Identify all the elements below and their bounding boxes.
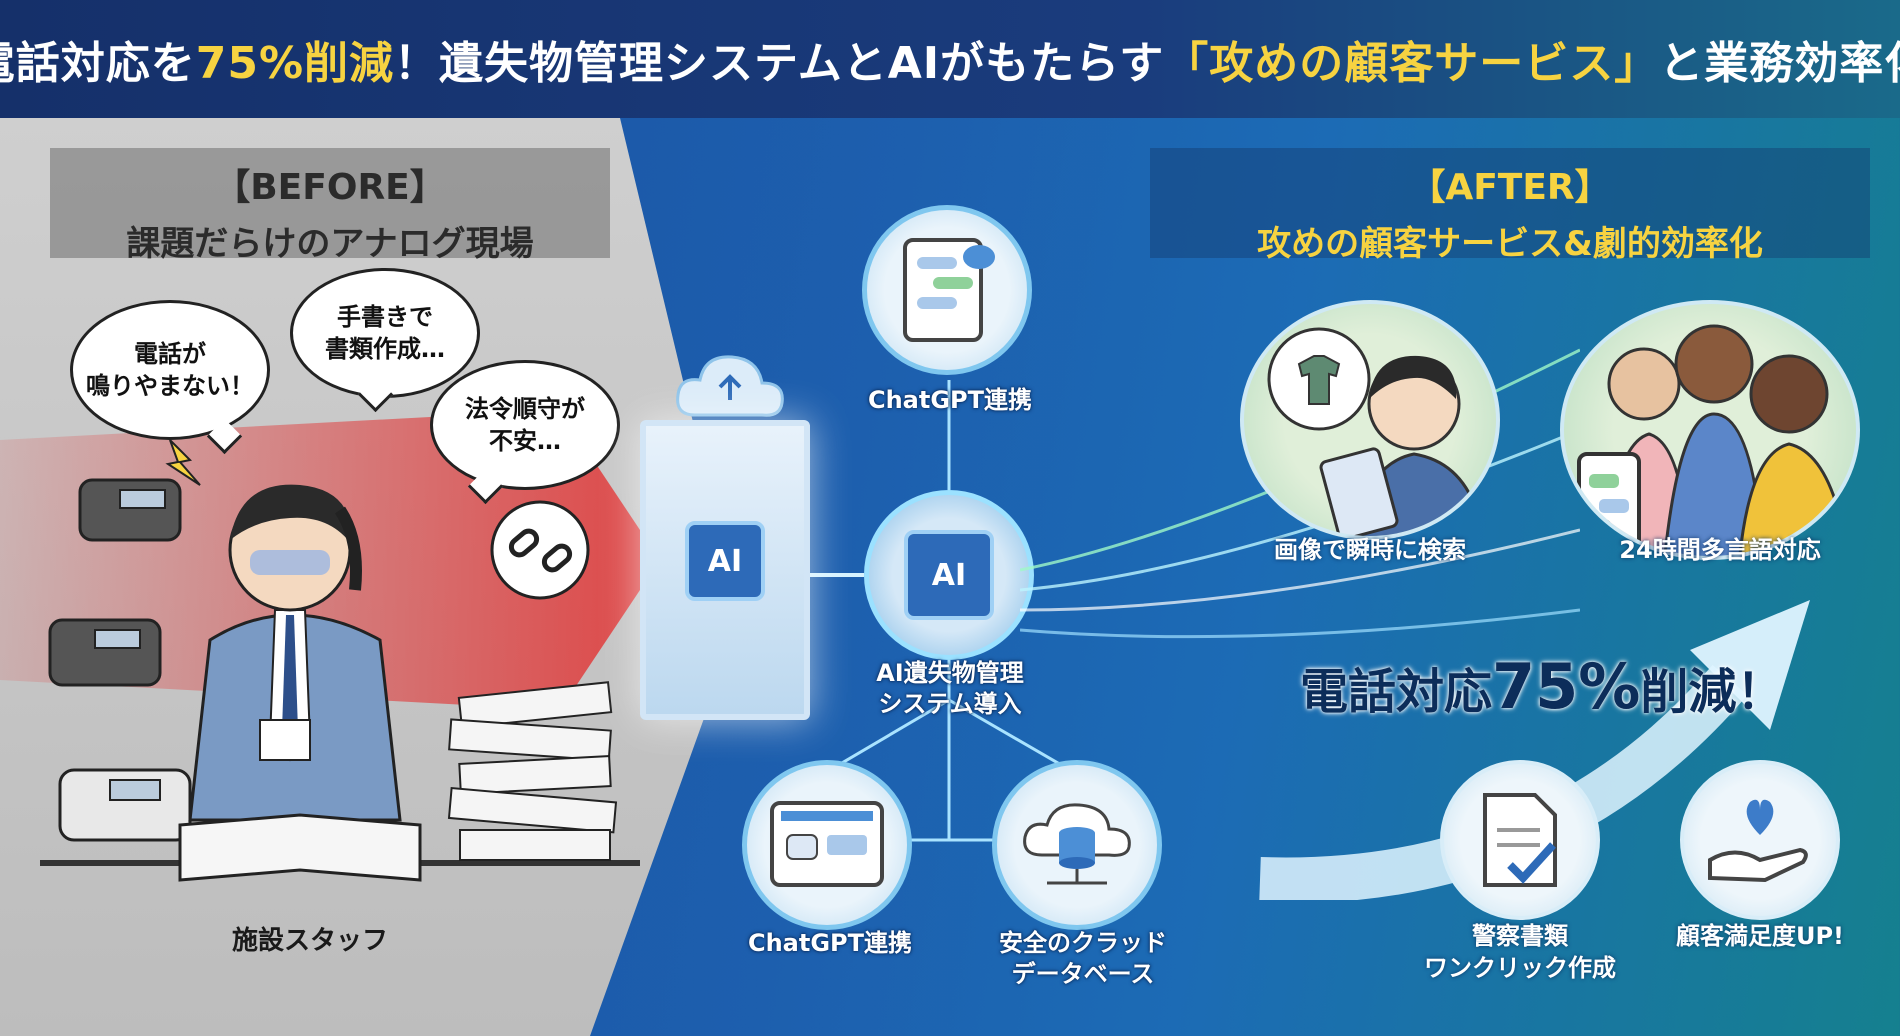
ai-brain-chip-icon: AI [904,530,994,620]
chatgpt-label-bottom: ChatGPT連携 [747,929,913,957]
before-heading: 課題だらけのアナログ現場 [126,224,534,264]
after-tag: 【AFTER】 [1409,167,1611,208]
broken-chain-icon [490,500,590,600]
before-tag: 【BEFORE】 [214,167,446,208]
title-post: と業務効率化 [1659,38,1900,89]
chatgpt-bot-node [742,760,912,930]
before-title-box: 【BEFORE】 課題だらけのアナログ現場 [50,148,610,264]
cloud-database-label: 安全のクラッド データベース [999,929,1167,989]
ai-lost-item-system-node: AI [864,490,1034,660]
telephone-icon [58,768,192,842]
cloud-database-icon [1023,803,1131,885]
telephone-icon [78,478,182,542]
feature-multilingual-label: 24時間多言語対応 [1619,536,1821,564]
speech-bubble-phone: 電話が 鳴りやまない！ [70,300,270,440]
heart-hand-icon [1708,799,1808,883]
tablet-icon [1319,447,1399,536]
chatbot-icon [770,801,884,887]
feature-image-search-label: 画像で瞬時に検索 [1274,536,1466,564]
after-heading: 攻めの顧客サービス&劇的効率化 [1257,224,1763,264]
chatgpt-chat-node [862,205,1032,375]
customer-satisfaction-node [1680,760,1840,920]
title-pre: 電話対応を [0,38,196,89]
speech-bubble-compliance: 法令順守が 不安… [430,360,620,490]
before-illustration [40,440,640,882]
claim-number: 75% [1492,650,1641,723]
title-mid: ！遺失物管理システムとAIがもたらす [394,38,1165,89]
facility-staff-figure [188,484,402,822]
paper-stack [447,681,618,861]
staff-label: 施設スタッフ [231,926,388,956]
page-title: 電話対応を75%削減！遺失物管理システムとAIがもたらす「攻めの顧客サービス」と… [0,0,1900,118]
telephone-icon [48,618,162,687]
title-highlight-reduction: 75%削減 [195,38,395,89]
phone-reduction-claim: 電話対応75%削減！ [1300,650,1784,723]
claim-post: 削減！ [1640,664,1785,720]
police-document-node [1440,760,1600,920]
multilingual-support-illustration [1560,300,1860,560]
after-title-box: 【AFTER】 攻めの顧客サービス&劇的効率化 [1150,148,1870,264]
cloud-upload-icon [676,355,784,417]
tablet-chat-icon [903,238,995,342]
cloud-database-node [992,760,1162,930]
feature-satisfaction-label: 顧客満足度UP! [1675,922,1845,950]
ai-gateway: AI [640,420,810,720]
image-search-illustration [1240,300,1500,540]
claim-pre: 電話対応 [1300,664,1493,720]
ai-chip-icon: AI [685,521,765,601]
notebook [178,813,422,882]
chatgpt-label-top: ChatGPT連携 [867,386,1033,414]
title-highlight-service: 「攻めの顧客サービス」 [1164,38,1660,89]
ai-system-label: AI遺失物管理 システム導入 [876,659,1024,719]
document-check-icon [1483,793,1557,887]
alert-lightning-icon [165,440,201,486]
feature-police-document-label: 警察書類 ワンクリック作成 [1424,922,1616,983]
speech-bubble-handwriting: 手書きで 書類作成… [290,268,480,398]
